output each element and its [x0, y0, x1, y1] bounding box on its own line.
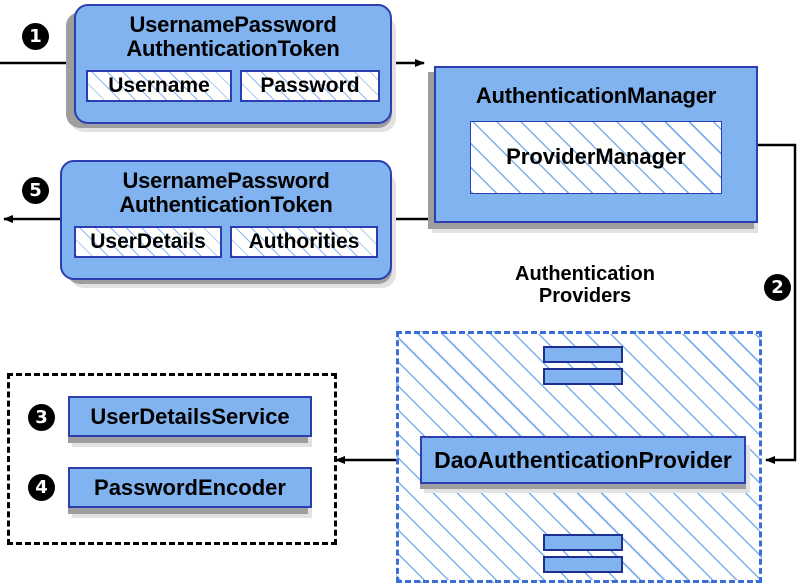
provider-stub-top-b: [543, 368, 623, 385]
badge-step-2: 2: [764, 274, 791, 301]
token-response-title: UsernamePassword AuthenticationToken: [119, 168, 333, 217]
token-request-chip-row: Username Password: [86, 69, 380, 102]
token-response-chip-row: UserDetails Authorities: [74, 225, 378, 258]
auth-manager-title: AuthenticationManager: [475, 83, 717, 108]
chip-authorities[interactable]: Authorities: [230, 225, 378, 258]
dao-authentication-provider-label: DaoAuthenticationProvider: [434, 446, 732, 473]
token-response-title-line2: AuthenticationToken: [119, 191, 333, 217]
userdetailsservice-box[interactable]: UserDetailsService: [68, 396, 312, 437]
providers-title-line2: Providers: [538, 285, 632, 308]
chip-userdetails[interactable]: UserDetails: [74, 225, 222, 258]
provider-stub-bottom-b: [543, 556, 623, 573]
arrow-authmanager-to-provider: [758, 143, 797, 464]
badge-step-4: 4: [28, 474, 55, 501]
token-request-title: UsernamePassword AuthenticationToken: [126, 12, 340, 61]
passwordencoder-box[interactable]: PasswordEncoder: [68, 467, 312, 508]
passwordencoder-label: PasswordEncoder: [94, 474, 286, 500]
chip-password[interactable]: Password: [240, 69, 380, 102]
token-request-box[interactable]: UsernamePassword AuthenticationToken Use…: [74, 4, 392, 124]
token-response-box[interactable]: UsernamePassword AuthenticationToken Use…: [60, 160, 392, 280]
userdetailsservice-label: UserDetailsService: [90, 403, 290, 429]
token-request-title-line2: AuthenticationToken: [126, 35, 340, 61]
provider-manager-box[interactable]: ProviderManager: [470, 120, 722, 194]
providers-section-title: Authentication Providers: [460, 263, 710, 308]
dao-authentication-provider-box[interactable]: DaoAuthenticationProvider: [420, 436, 746, 484]
badge-step-3: 3: [28, 404, 55, 431]
chip-username[interactable]: Username: [86, 69, 232, 102]
badge-step-1: 1: [22, 23, 49, 50]
auth-manager-box[interactable]: AuthenticationManager ProviderManager: [434, 66, 758, 223]
token-request-title-line1: UsernamePassword: [129, 12, 337, 37]
token-response-title-line1: UsernamePassword: [122, 168, 330, 193]
provider-stub-top-a: [543, 346, 623, 363]
beans-region: [7, 373, 337, 545]
provider-stub-bottom-a: [543, 534, 623, 551]
providers-title-line1: Authentication: [515, 263, 655, 285]
badge-step-5: 5: [22, 177, 49, 204]
